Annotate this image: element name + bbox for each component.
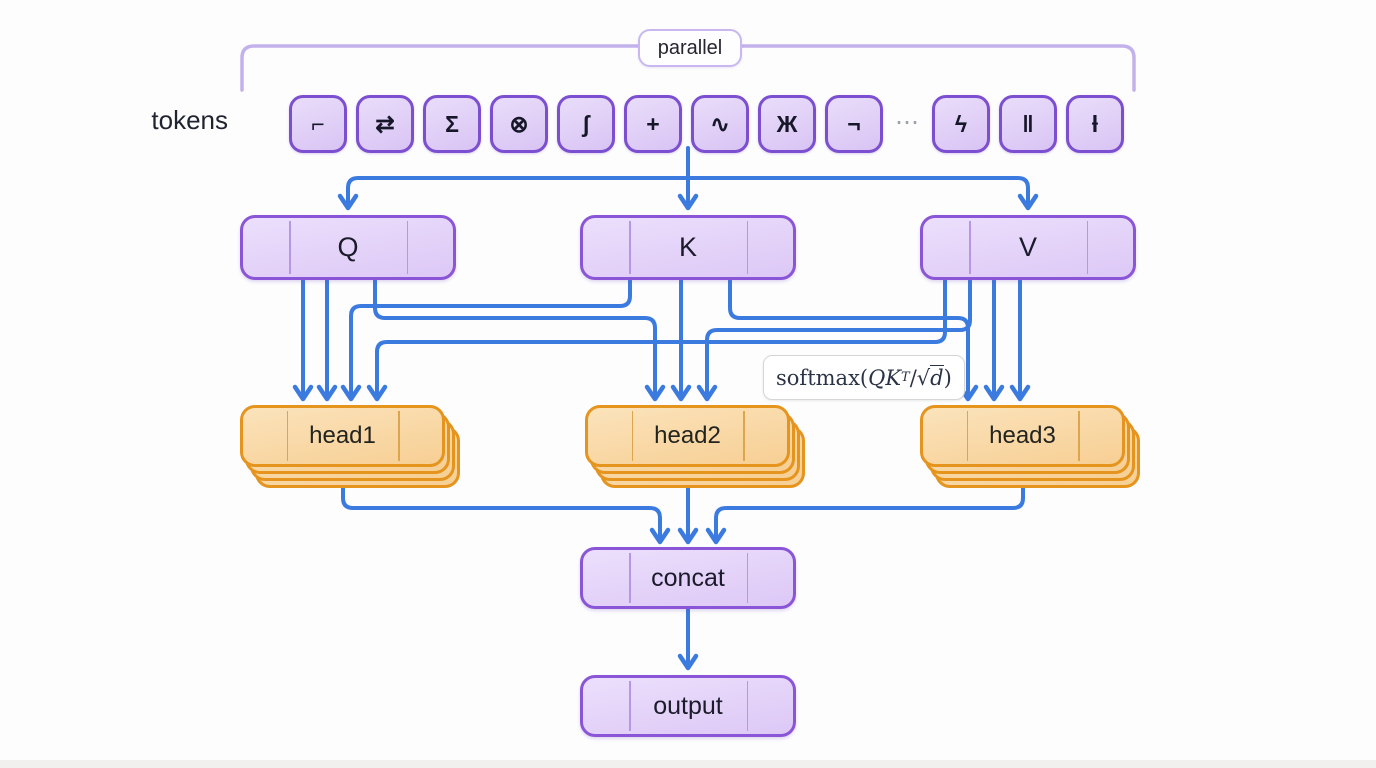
cell-divider (746, 681, 749, 731)
formula-operand: d (930, 365, 944, 390)
head-box: head3 (920, 405, 1125, 467)
token-glyph-icon: ‖ (999, 95, 1057, 153)
token-glyph: ƚ (1091, 110, 1099, 137)
projection-label: V (1018, 232, 1037, 262)
token-glyph-icon: ϟ (932, 95, 990, 153)
arrowheads (292, 193, 1039, 671)
token-glyph: ⇄ (375, 110, 395, 137)
cell-divider (746, 221, 749, 274)
formula-paren: ) (943, 365, 952, 390)
token-glyph-icon: ʃ (557, 95, 615, 153)
token-glyph: Ж (776, 110, 798, 137)
bottom-edge-band (0, 760, 1376, 768)
cell-divider (969, 221, 971, 274)
cell-divider (1086, 221, 1089, 274)
output-label: output (653, 691, 723, 720)
projection-label: K (678, 232, 697, 262)
head-box: head2 (585, 405, 790, 467)
parallel-label-pill: parallel (638, 29, 742, 67)
cell-divider (286, 411, 289, 461)
concat-box: concat (580, 547, 796, 609)
projection-box-k: K (580, 215, 796, 280)
token-glyph: ‖ (1022, 110, 1034, 137)
head-label: head3 (989, 422, 1056, 449)
token-glyph: ϟ (954, 110, 968, 137)
head3-stack: head3 (920, 405, 1146, 489)
concat-label: concat (651, 563, 725, 592)
cell-divider (629, 553, 631, 603)
token-ellipsis: ⋯ (895, 109, 921, 136)
parallel-label: parallel (657, 36, 723, 59)
projection-box-q: Q (240, 215, 456, 280)
token-glyph-icon: + (624, 95, 682, 153)
token-glyph-icon: Σ (423, 95, 481, 153)
token-glyph: ∿ (710, 110, 730, 137)
cell-divider (398, 411, 400, 461)
head-label: head2 (654, 422, 721, 449)
token-glyph: ʃ (582, 110, 590, 137)
cell-divider (289, 221, 291, 274)
cell-divider (406, 221, 409, 274)
token-glyph: ¬ (847, 110, 861, 137)
formula-paren: ( (859, 365, 869, 390)
token-glyph-icon: ¬ (825, 95, 883, 153)
head2-stack: head2 (585, 405, 811, 489)
projection-box-v: V (920, 215, 1136, 280)
head-label: head1 (309, 422, 376, 449)
cell-divider (743, 411, 745, 461)
output-box: output (580, 675, 796, 737)
formula-func: softmax (776, 365, 860, 390)
token-glyph-icon: ⊗ (490, 95, 548, 153)
formula-slash: / (909, 365, 917, 390)
cell-divider (631, 411, 634, 461)
flow-lines (301, 146, 1030, 664)
cell-divider (629, 221, 631, 274)
formula-qk: QK (868, 365, 902, 390)
token-glyph: ⌐ (311, 110, 325, 137)
token-glyph-icon: ⌐ (289, 95, 347, 153)
head1-stack: head1 (240, 405, 466, 489)
token-glyph-icon: ƚ (1066, 95, 1124, 153)
token-glyph-icon: ⇄ (356, 95, 414, 153)
projection-label: Q (337, 232, 359, 262)
sqrt-icon: √ (916, 365, 931, 390)
tokens-label: tokens (151, 105, 228, 135)
cell-divider (966, 411, 969, 461)
token-glyph-icon: Ж (758, 95, 816, 153)
cell-divider (629, 681, 631, 731)
cell-divider (1078, 411, 1080, 461)
cell-divider (746, 553, 749, 603)
token-glyph: + (646, 110, 660, 137)
token-glyph: ⊗ (509, 110, 529, 137)
head-box: head1 (240, 405, 445, 467)
token-glyph-icon: ∿ (691, 95, 749, 153)
token-glyph: Σ (445, 110, 459, 137)
